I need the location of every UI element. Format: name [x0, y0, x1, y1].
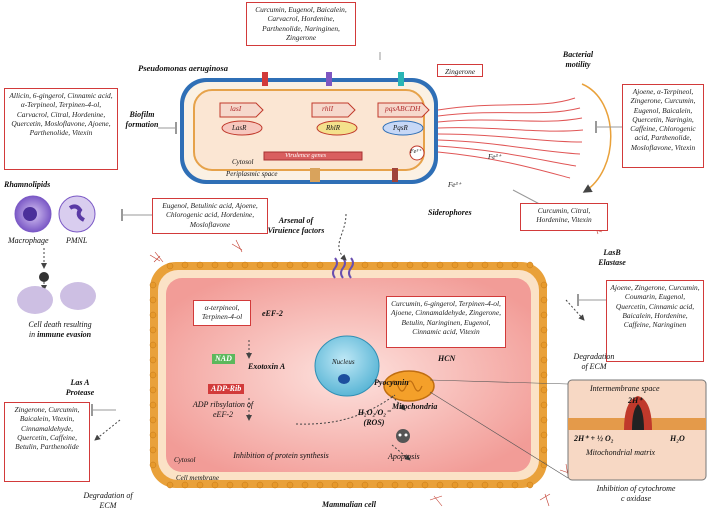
inset-2h-label: 2H⁺: [628, 396, 643, 405]
cytochrome-caption: Inhibition of cytochrome c oxidase: [596, 484, 676, 503]
matrix-label: Mitochondrial matrix: [586, 448, 656, 457]
lasa-inhibitors-box: Zingerone, Curcumin, Baicalein, Vitexin,…: [4, 402, 90, 482]
motility-inhibitors-box: Ajoene, α-Terpineol, Zingerone, Curcumin…: [622, 84, 704, 168]
rhamnolipid-inhibitors-box: Eugenol, Betulinic acid, Ajoene, Chlorog…: [152, 198, 268, 234]
ros-label: H₂O₂/O₂⁻(ROS): [357, 408, 391, 427]
lasa-degradation-label: Degradation of ECM: [83, 491, 133, 510]
zingerone-box: Zingerone: [437, 64, 483, 77]
pyocyanin-inhibitors-box: Curcumin, 6-gingerol, Terpinen-4-ol, Ajo…: [386, 296, 506, 348]
inset-water-label: H₂O: [670, 434, 685, 443]
nucleus-label: Nucleus: [332, 358, 355, 366]
cell-cytosol-label: Cytosol: [174, 456, 196, 464]
siderophore-inhibitors-box: Curcumin, Citral, Hordenine, Vitexin: [520, 203, 608, 231]
apoptosis-skull-icon: [396, 429, 410, 443]
bacterial-cytosol-label: Cytosol: [232, 158, 254, 166]
motility-label: Bacterial motility: [562, 50, 594, 69]
rhlR-label: RhlR: [326, 124, 340, 132]
eef2-label: eEF-2: [262, 309, 283, 318]
virulence-genes-label: Virulence genes: [285, 152, 327, 159]
hcn-label: HCN: [438, 354, 456, 363]
fe-inside-label: Fe³⁺: [410, 149, 422, 155]
exotoxin-a-label: Exotoxin A: [248, 362, 286, 371]
mitochondria-label: Mitochondria: [392, 402, 438, 411]
lasb-inhibitors-box: Ajoene, Zingerone, Curcumin, Coumarin, E…: [606, 280, 704, 362]
organism-label: Pseudomonas aeruginosa: [138, 63, 228, 73]
lasb-label: LasB Elastase: [598, 248, 626, 267]
rhlI-label: rhlI: [322, 104, 334, 113]
lasR-label: LasR: [232, 124, 247, 132]
macrophage-label: Macrophage: [8, 236, 49, 245]
fe-outside-label: Fe³⁺: [488, 153, 502, 161]
pyocyanin-label: Pyocyanin: [374, 378, 409, 387]
mammalian-cell-label: Mammalian cell: [322, 500, 376, 509]
arsenal-label: Arsenal of Viruience factors: [267, 216, 325, 235]
nucleus: [314, 335, 380, 397]
intermembrane-label: Intermembrane space: [590, 384, 660, 393]
exotoxin-inhibitors-box: α-terpineol, Terpinen-4-ol: [193, 300, 251, 326]
bacterium: [180, 72, 612, 193]
skull-icon: [39, 272, 49, 282]
nad-label: NAD: [212, 354, 235, 364]
cell-membrane-label: Cell membrane: [176, 474, 219, 482]
protein-synthesis-label: Inhibition of protein synthesis: [233, 451, 329, 460]
lasb-degradation-label: Degradation of ECM: [573, 352, 615, 371]
biofilm-inhibitors-box: Allicin, 6-gingerol, Cinnamic acid, α-Te…: [4, 88, 118, 170]
periplasm-label: Periplasmic space: [226, 170, 278, 178]
adp-ribosylation-label: ADP ribsylation of eEF-2: [192, 400, 254, 419]
pqs-label: pqsABCDH: [385, 104, 421, 113]
rhamnolipids-label: Rhamnolipids: [4, 180, 51, 189]
lasa-label: Las A Protease: [65, 378, 95, 397]
apoptosis-label: Apoptosis: [388, 452, 420, 461]
siderophores-label: Siderophores: [428, 208, 472, 217]
pqsR-label: PqsR: [393, 124, 408, 132]
mitochondria-shape: [383, 370, 435, 402]
cell-death-label: Cell death resulting in immune evasion: [28, 320, 92, 339]
qs-inhibitors-box: Curcumin, Eugenol, Baicalein, Carvacrol,…: [246, 2, 356, 46]
inset-reaction-label: 2H⁺ + ½ O₂: [574, 434, 614, 443]
inset-panel: [567, 379, 707, 481]
pmnl-label: PMNL: [66, 236, 88, 245]
fe-free-label: Fe³⁺: [448, 181, 462, 189]
biofilm-label: Biofilm formation: [125, 110, 159, 129]
lasI-label: lasI: [230, 104, 242, 113]
adp-rib-label: ADP-Rib: [208, 384, 245, 394]
